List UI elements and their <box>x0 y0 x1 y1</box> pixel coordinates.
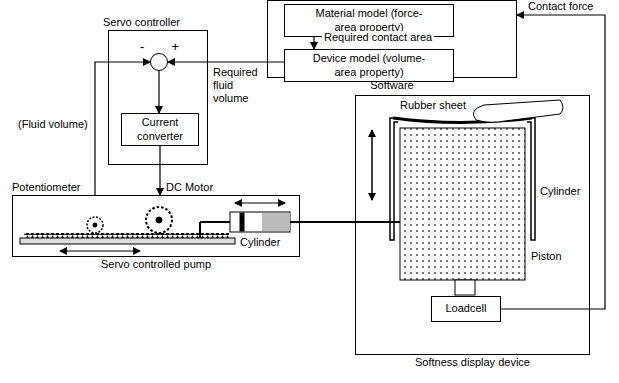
part-label: Cylinder <box>540 185 580 198</box>
part-label: Cylinder <box>240 236 280 249</box>
group-heading: Softness display device <box>356 356 589 369</box>
process-box: Loadcell <box>431 296 501 322</box>
connector <box>313 37 314 49</box>
sign-label: + <box>171 39 179 55</box>
group-box: Softness display deviceLoadcell <box>355 95 590 355</box>
group-box: Servo controller-+Current converter <box>108 30 208 165</box>
edge-label: Required contact area <box>322 31 434 44</box>
part-label: Piston <box>531 250 562 263</box>
device-drawing <box>355 100 563 295</box>
box-text: Material model (force-area property) <box>307 7 432 33</box>
connector <box>300 221 355 223</box>
process-box: Current converter <box>121 113 199 146</box>
summing-junction: -+ <box>150 53 168 71</box>
connector <box>159 146 160 195</box>
box-text: Device model (volume-area property) <box>304 52 434 78</box>
part-label: DC Motor <box>166 181 213 194</box>
box-text: Loadcell <box>446 302 487 315</box>
process-box: Device model (volume-area property) <box>284 49 454 82</box>
part-label: Potentiometer <box>12 181 80 194</box>
pump-drawing <box>20 203 300 251</box>
edge-label: (Fluid volume) <box>16 118 90 131</box>
part-label: Rubber sheet <box>400 99 466 112</box>
edge-label: Required fluid volume <box>211 66 267 106</box>
box-text: Current converter <box>125 116 195 142</box>
edge-label: Contact force <box>526 0 595 13</box>
group-heading: Servo controlled pump <box>13 258 299 271</box>
sign-label: - <box>140 39 144 55</box>
connector <box>158 71 159 113</box>
group-heading: Servo controller <box>103 16 180 29</box>
